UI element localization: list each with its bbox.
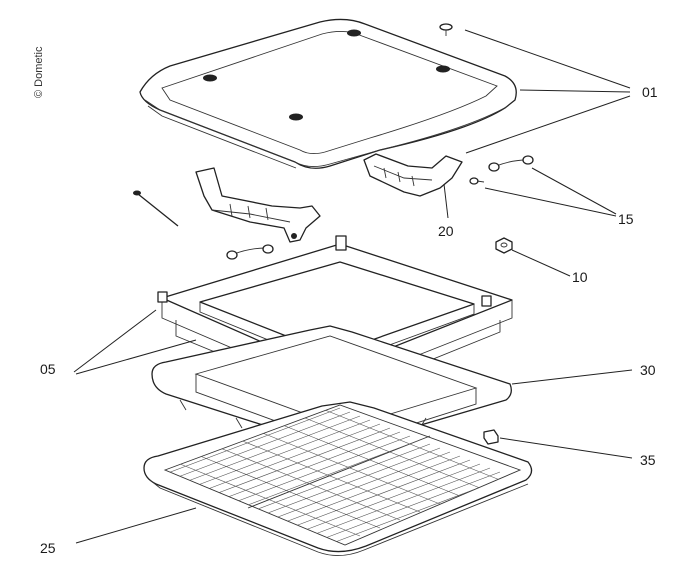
lid-dome xyxy=(139,18,517,169)
leader-lines xyxy=(73,29,633,544)
clip-part-35 xyxy=(483,429,499,445)
nut-part-10 xyxy=(495,237,513,254)
label-25: 25 xyxy=(40,540,56,556)
copyright-text: © Dometic xyxy=(33,46,45,98)
inner-frame-30 xyxy=(151,325,512,448)
small-screw-15 xyxy=(469,177,485,185)
pin-rod xyxy=(133,190,179,227)
screen-mesh xyxy=(165,405,511,545)
label-10: 10 xyxy=(572,269,588,285)
label-35: 35 xyxy=(640,452,656,468)
spring-right xyxy=(488,155,534,172)
label-15: 15 xyxy=(618,211,634,227)
label-01: 01 xyxy=(642,84,658,100)
bottom-screen-frame xyxy=(143,401,533,556)
label-30: 30 xyxy=(640,362,656,378)
screw-part-01 xyxy=(439,23,453,36)
label-20: 20 xyxy=(438,223,454,239)
label-05: 05 xyxy=(40,361,56,377)
hinge-arm-left xyxy=(195,167,321,243)
hinge-arm-right xyxy=(363,153,463,197)
spring-left xyxy=(226,244,274,260)
